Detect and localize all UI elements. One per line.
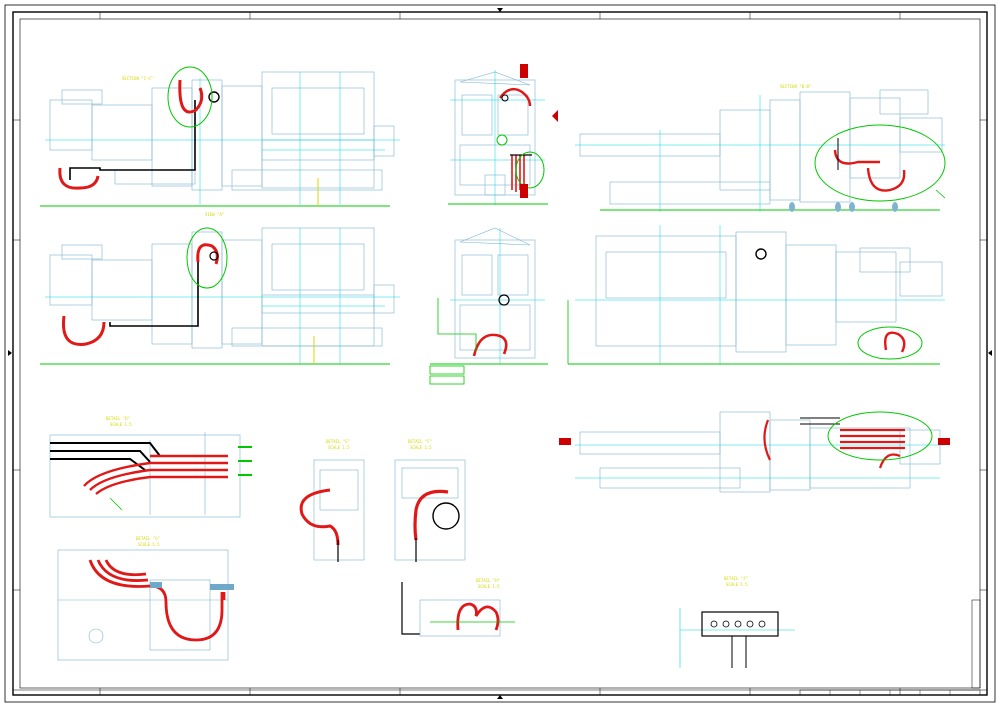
label-detail-1-scale: SCALE 1:5: [110, 422, 132, 427]
detail-view-1: DETAIL "D" SCALE 1:5: [49, 416, 252, 518]
label-detail-2: DETAIL "E": [326, 439, 350, 444]
elevation-view-top-right: SECTION "B-B": [575, 84, 946, 212]
label-view-a: VIEW "A": [205, 212, 224, 217]
elevation-view-middle-right: [567, 225, 945, 365]
detail-view-3: DETAIL "F" SCALE 1:5: [394, 439, 466, 562]
detail-view-6: DETAIL "J" SCALE 1:5: [679, 576, 795, 668]
label-detail-4: DETAIL "G": [136, 536, 160, 541]
label-detail-3: DETAIL "F": [408, 439, 432, 444]
detail-view-4: DETAIL "G" SCALE 1:5: [57, 536, 234, 661]
end-view-top-centre: [448, 64, 558, 205]
label-detail-6: DETAIL "J": [724, 576, 748, 581]
detail-view-2: DETAIL "E" SCALE 1:5: [299, 439, 365, 562]
label-detail-4-scale: SCALE 1:5: [138, 542, 160, 547]
label-section-b: SECTION "B-B": [780, 84, 811, 89]
detail-view-5: DETAIL "H" SCALE 1:5: [401, 578, 515, 637]
plan-view-lower-right: [559, 411, 950, 493]
label-detail-5: DETAIL "H": [476, 578, 500, 583]
elevation-view-middle-left: VIEW "A": [40, 212, 400, 365]
label-section-c: SECTION "C-C": [122, 76, 153, 81]
label-detail-2-scale: SCALE 1:5: [328, 445, 350, 450]
end-view-middle-centre: [429, 227, 548, 385]
elevation-view-top-left: SECTION "C-C": [40, 66, 400, 207]
label-detail-6-scale: SCALE 1:5: [726, 582, 748, 587]
label-detail-5-scale: SCALE 1:5: [478, 584, 500, 589]
label-detail-1: DETAIL "D": [106, 416, 130, 421]
drawing-frame: [4, 4, 996, 703]
label-detail-3-scale: SCALE 1:5: [410, 445, 432, 450]
title-block: [799, 599, 981, 696]
